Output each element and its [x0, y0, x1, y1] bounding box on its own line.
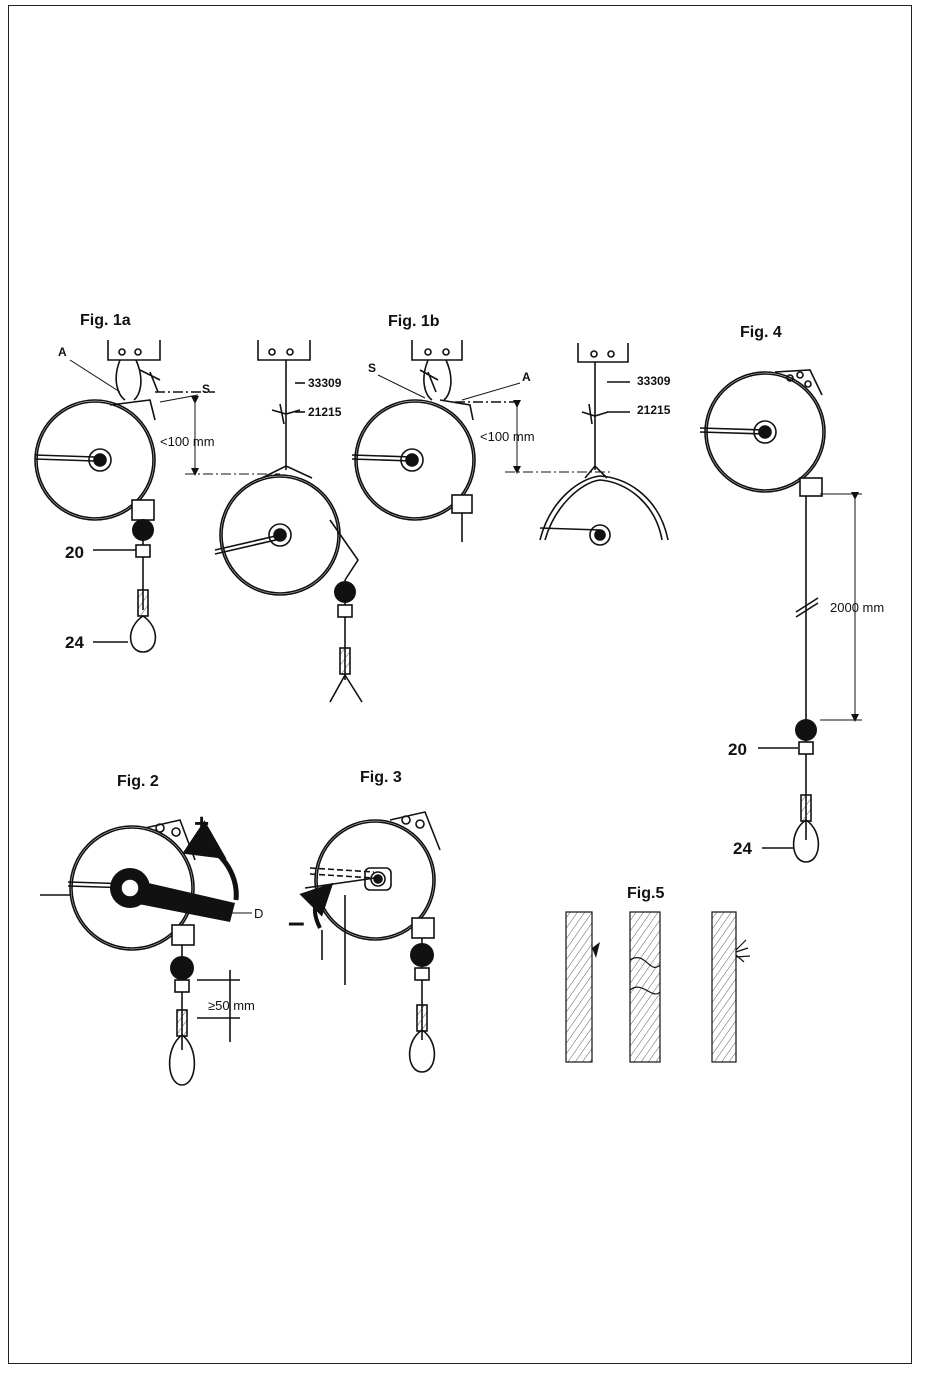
label-24: 24 — [733, 839, 752, 858]
label-s: S — [368, 361, 376, 375]
fig-4: Fig. 4 2000 mm 20 24 — [700, 324, 884, 862]
stop-ball — [334, 581, 356, 603]
part-clamp: 21215 — [637, 403, 671, 417]
fig-2: Fig. 2 + D ≥50 mm — [40, 773, 263, 1085]
stop-ball — [795, 719, 817, 741]
dimension-1a: <100 mm — [160, 434, 215, 449]
fig-3: Fig. 3 – — [288, 769, 440, 1072]
fig-1a-title: Fig. 1a — [80, 312, 131, 329]
label-s: S — [202, 382, 210, 396]
balancer-4 — [700, 370, 825, 862]
stop-ball — [410, 943, 434, 967]
fig-5-title: Fig.5 — [627, 885, 664, 902]
fig-2-title: Fig. 2 — [117, 773, 159, 790]
label-24: 24 — [65, 633, 84, 652]
fig-1b: Fig. 1b S A <100 mm — [352, 313, 671, 545]
turn-arrow — [210, 848, 236, 900]
label-d: D — [254, 906, 263, 921]
fig-1b-title: Fig. 1b — [388, 313, 440, 330]
plus-sign: + — [194, 808, 209, 838]
part-cable: 33309 — [308, 376, 342, 390]
part-clamp: 21215 — [308, 405, 342, 419]
label-a: A — [522, 370, 531, 384]
cable-sample — [566, 912, 592, 1062]
minus-sign: – — [288, 906, 305, 939]
dimension-1b: <100 mm — [480, 429, 535, 444]
stop-ball — [132, 519, 154, 541]
balancer-1a-left — [35, 340, 215, 652]
fig-4-title: Fig. 4 — [740, 324, 782, 341]
label-20: 20 — [728, 740, 747, 759]
balancer-2 — [40, 820, 240, 1085]
balancer-1a-right — [215, 340, 362, 702]
dimension-2: ≥50 mm — [208, 998, 255, 1013]
balancer-3 — [305, 812, 440, 1072]
fig-3-title: Fig. 3 — [360, 769, 402, 786]
fig-5: Fig.5 — [566, 885, 750, 1062]
cable-sample — [712, 912, 736, 1062]
dimension-4: 2000 mm — [830, 600, 884, 615]
label-a: A — [58, 345, 67, 359]
part-cable: 33309 — [637, 374, 671, 388]
stop-ball — [170, 956, 194, 980]
fig-1a: Fig. 1a A S 20 — [35, 312, 362, 702]
label-20: 20 — [65, 543, 84, 562]
